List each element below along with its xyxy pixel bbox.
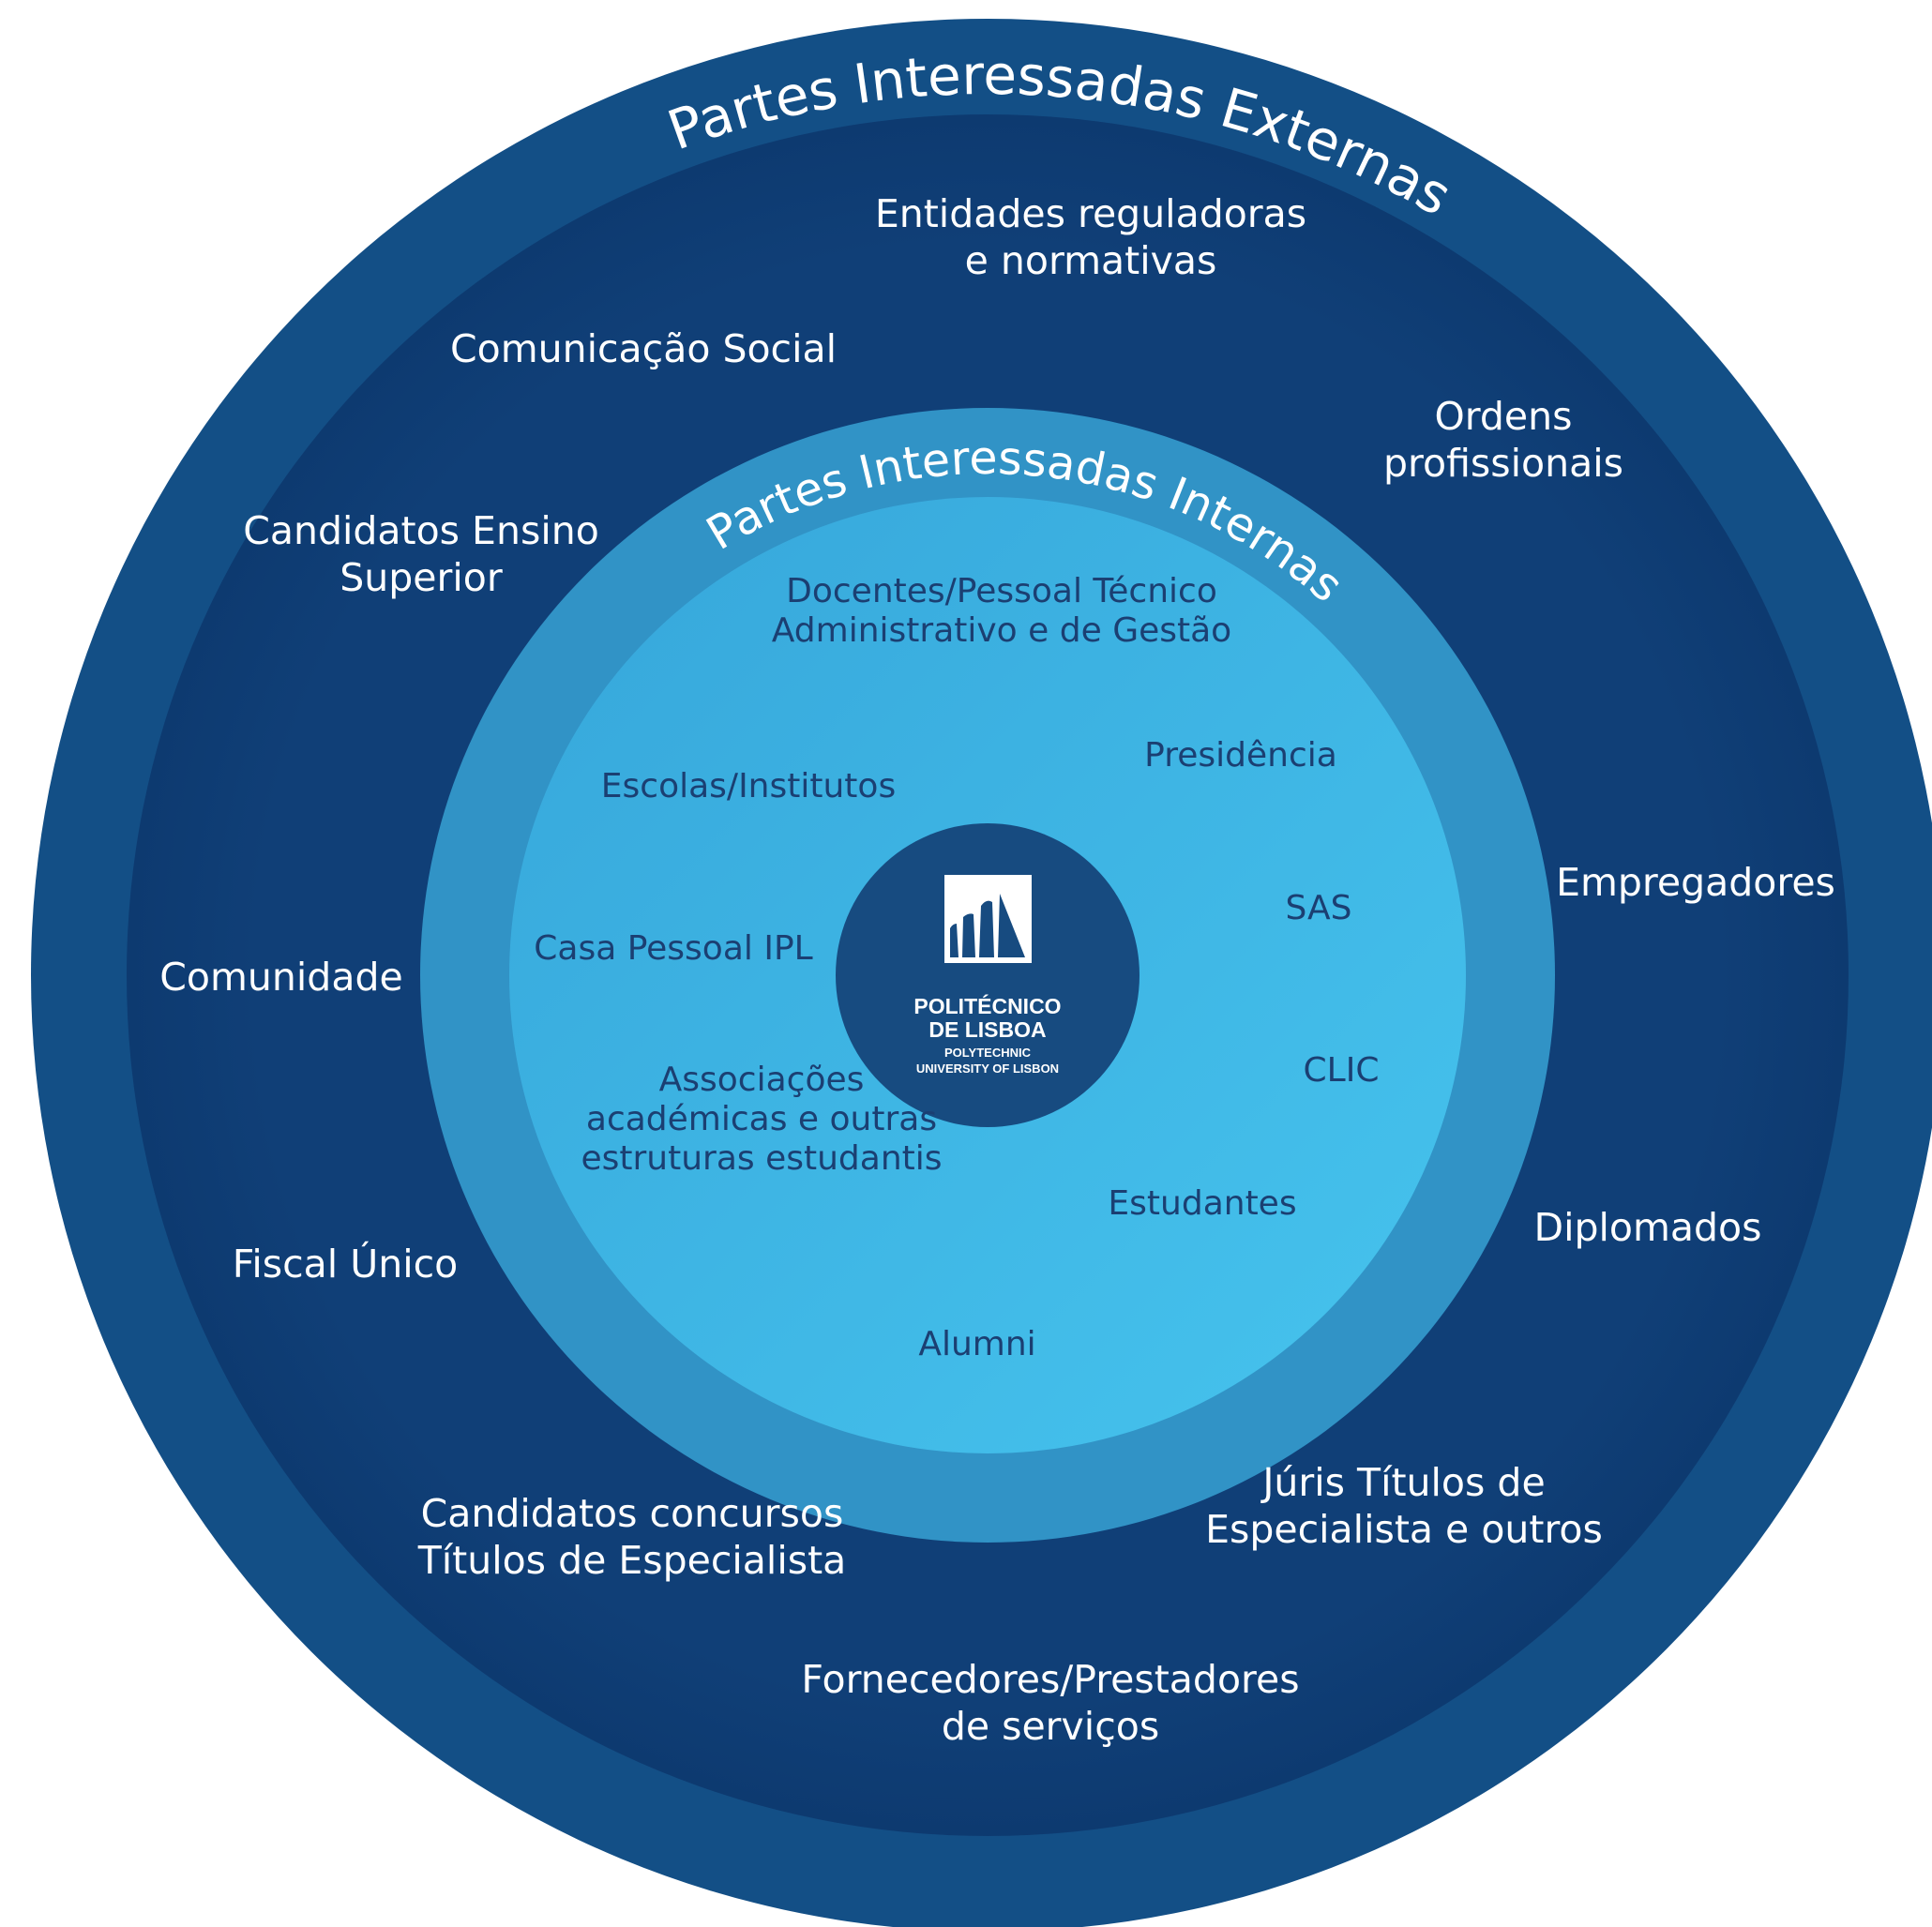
- internal-stakeholder-label: Estudantes: [1108, 1184, 1296, 1223]
- internal-stakeholder-label: Alumni: [918, 1325, 1035, 1363]
- external-stakeholder-label-line: Empregadores: [1556, 860, 1835, 905]
- internal-stakeholder-label-line: Escolas/Institutos: [601, 767, 896, 805]
- internal-stakeholder-label: SAS: [1286, 889, 1352, 927]
- logo-line4: UNIVERSITY OF LISBON: [916, 1061, 1059, 1076]
- internal-stakeholder-label-line: Casa Pessoal IPL: [534, 929, 812, 968]
- external-stakeholder-label-line: Comunidade: [159, 955, 402, 1000]
- internal-stakeholder-label-line: Associações: [659, 1061, 865, 1099]
- logo-line2: DE LISBOA: [928, 1017, 1046, 1042]
- external-stakeholder-label-line: Candidatos concursos: [421, 1491, 844, 1536]
- internal-stakeholder-label-line: académicas e outras: [586, 1100, 937, 1138]
- external-stakeholder-label: Comunicação Social: [450, 326, 837, 371]
- logo-line3: POLYTECHNIC: [944, 1046, 1032, 1060]
- politecnico-logo: POLITÉCNICO DE LISBOA POLYTECHNIC UNIVER…: [913, 875, 1062, 1076]
- external-stakeholder-label-line: Fornecedores/Prestadores: [801, 1657, 1299, 1702]
- external-stakeholder-label-line: Superior: [340, 555, 503, 600]
- external-stakeholder-label-line: Diplomados: [1534, 1205, 1762, 1250]
- internal-stakeholder-label-line: Administrativo e de Gestão: [772, 611, 1231, 650]
- center-disc: [836, 823, 1140, 1127]
- external-stakeholder-label-line: e normativas: [965, 238, 1217, 283]
- internal-stakeholder-label-line: Estudantes: [1108, 1184, 1296, 1223]
- internal-stakeholder-label: Escolas/Institutos: [601, 767, 896, 805]
- external-stakeholder-label-line: Júris Títulos de: [1260, 1460, 1545, 1505]
- external-stakeholder-label-line: Candidatos Ensino: [243, 508, 599, 553]
- external-stakeholder-label-line: profissionais: [1383, 441, 1623, 486]
- logo-sail-shape: [950, 894, 1025, 957]
- internal-stakeholder-label-line: Alumni: [918, 1325, 1035, 1363]
- internal-stakeholder-label: CLIC: [1304, 1051, 1380, 1090]
- external-stakeholder-label: Comunidade: [159, 955, 402, 1000]
- internal-stakeholder-label-line: SAS: [1286, 889, 1352, 927]
- external-stakeholder-label-line: Ordens: [1434, 394, 1572, 439]
- internal-stakeholder-label-line: Presidência: [1144, 736, 1337, 775]
- external-stakeholder-label-line: Fiscal Único: [233, 1242, 458, 1287]
- external-stakeholder-label: Fiscal Único: [233, 1242, 458, 1287]
- logo-line1: POLITÉCNICO: [913, 993, 1061, 1018]
- internal-stakeholder-label-line: CLIC: [1304, 1051, 1380, 1090]
- external-stakeholder-label-line: Títulos de Especialista: [417, 1538, 847, 1583]
- external-stakeholder-label: Empregadores: [1556, 860, 1835, 905]
- internal-stakeholder-label-line: estruturas estudantis: [581, 1139, 942, 1178]
- external-stakeholder-label-line: Especialista e outros: [1205, 1507, 1603, 1552]
- internal-stakeholder-label: Presidência: [1144, 736, 1337, 775]
- external-stakeholder-label-line: de serviços: [942, 1704, 1159, 1749]
- external-stakeholder-label: Diplomados: [1534, 1205, 1762, 1250]
- external-stakeholder-label-line: Entidades reguladoras: [875, 191, 1306, 236]
- internal-stakeholder-label: Casa Pessoal IPL: [534, 929, 812, 968]
- internal-stakeholder-label-line: Docentes/Pessoal Técnico: [786, 572, 1217, 610]
- external-stakeholder-label-line: Comunicação Social: [450, 326, 837, 371]
